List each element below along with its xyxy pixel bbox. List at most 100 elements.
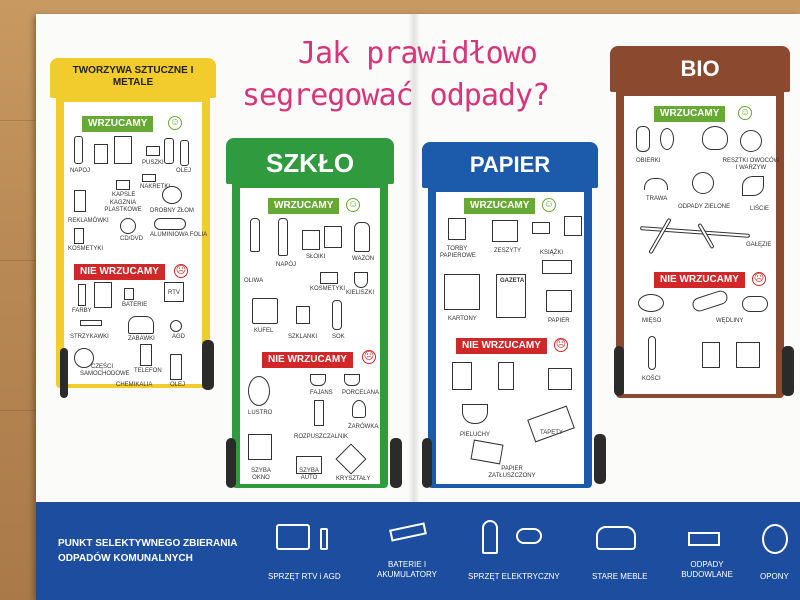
brochure-title-line-2: segregować odpady? — [242, 78, 550, 113]
plastic-no-item: ZABAWKI — [128, 336, 155, 342]
bio-item: ODPADY ZIELONE — [678, 204, 731, 210]
plastic-item: DROBNY ZŁOM — [150, 208, 194, 214]
bin-paper-label: PAPIER — [469, 152, 551, 177]
paper-no-item: TAPETY — [540, 430, 563, 436]
paper-no-tag: NIE WRZUCAMY — [456, 338, 547, 354]
glass-item: OLIWA — [244, 278, 264, 284]
bricks-icon — [688, 532, 720, 546]
sad-face-icon: ☹ — [174, 264, 188, 278]
smile-icon: ☺ — [738, 106, 752, 120]
smile-icon: ☺ — [346, 198, 360, 212]
glass-no-item: SZYBA AUTO — [299, 468, 319, 481]
bin-bio: BIO WRZUCAMY ☺ OBIERKI RESZTKI OWOCÓW I … — [610, 46, 800, 408]
glass-no-item: KRYSZTAŁY — [336, 476, 371, 482]
lamp-icon — [482, 520, 498, 554]
bio-no-tag: NIE WRZUCAMY — [654, 272, 745, 288]
paper-item: ZESZYTY — [494, 248, 522, 254]
glass-item: KUFEL — [254, 328, 274, 334]
glass-yes-tag: WRZUCAMY — [268, 198, 340, 214]
glass-item: KOSMETYKI — [310, 286, 346, 292]
glass-no-tag: NIE WRZUCAMY — [262, 352, 353, 368]
glass-no-item: FAJANS — [310, 390, 333, 396]
bin-bio-label: BIO — [680, 56, 720, 81]
sofa-icon — [596, 526, 636, 550]
bio-no-item: MIĘSO — [642, 318, 662, 324]
plastic-no-item: RTV — [168, 290, 180, 296]
paper-item: PAPIER — [548, 318, 570, 324]
plastic-item: KAGZNIA PLASTKOWE — [104, 200, 142, 213]
paper-item: KSIĄŻKI — [540, 250, 564, 256]
footer-title: PUNKT SELEKTYWNEGO ZBIERANIA ODPADÓW KOM… — [58, 538, 238, 564]
glass-no-item: ROZPUSZCZALNIK — [294, 434, 349, 440]
glass-item: NAPÓJ — [276, 262, 297, 268]
plastic-item: KOSMETYKI — [68, 246, 104, 252]
glass-item: SOK — [332, 334, 345, 340]
page-fold — [408, 14, 420, 600]
plastic-no-tag: NIE WRZUCAMY — [74, 264, 165, 280]
plastic-item: KAPSLE — [112, 192, 136, 198]
plastic-no-item: OLEJ — [170, 382, 186, 388]
glass-no-item: SZYBA OKNO — [251, 468, 271, 481]
footer-item-batteries: BATERIE I AKUMULATORY — [376, 560, 437, 579]
smile-icon: ☺ — [168, 116, 182, 130]
glass-no-item: PORCELANA — [342, 390, 380, 396]
plastic-no-item: TELEFON — [134, 368, 162, 374]
bio-no-item: KOŚCI — [642, 376, 661, 382]
bio-no-item: WĘDLINY — [716, 318, 744, 324]
plastic-item: ALUMINIOWA FOLIA — [150, 232, 208, 238]
brochure-title-line-1: Jak prawidłowo — [298, 36, 538, 71]
glass-item: SŁOIKI — [306, 254, 326, 260]
battery-icon — [389, 522, 427, 542]
tire-icon — [762, 524, 788, 554]
plastic-item: NAPOJ — [70, 168, 91, 174]
plastic-item: OLEJ — [176, 168, 192, 174]
paper-item: KARTONY — [448, 316, 477, 322]
smile-icon: ☺ — [542, 198, 556, 212]
glass-item: KIELISZKI — [346, 290, 375, 296]
plastic-yes-tag: WRZUCAMY — [82, 116, 154, 132]
paper-yes-tag: WRZUCAMY — [464, 198, 536, 214]
glass-item: WAZON — [352, 256, 375, 262]
footer-item-electrical: SPRZĘT ELEKTRYCZNY — [468, 572, 560, 581]
footer-item-rtv-agd: SPRZĘT RTV i AGD — [268, 572, 341, 581]
bin-plastic-label: TWORZYWA SZTUCZNE I METALE — [72, 65, 194, 88]
plastic-no-item: CHEMIKALIA — [116, 382, 153, 388]
bin-glass: SZKŁO WRZUCAMY ☺ OLIWA NAPÓJ SŁOIKI WAZO… — [220, 138, 402, 504]
glass-item: SZKLANKI — [288, 334, 318, 340]
plastic-item: NAKRETKI — [140, 184, 171, 190]
plastic-item: CD/DVD — [120, 236, 144, 242]
brochure: Jak prawidłowo segregować odpady? TWORZY… — [36, 14, 800, 600]
plastic-no-item: STRZYKAWKI — [70, 334, 109, 340]
plastic-no-item: BATERIE — [122, 302, 148, 308]
plug-icon — [320, 528, 328, 550]
tv-icon — [276, 524, 310, 550]
bio-item: LIŚCIE — [750, 206, 770, 212]
footer-item-furniture: STARE MEBLE — [592, 572, 648, 581]
bio-yes-tag: WRZUCAMY — [654, 106, 726, 122]
hairdryer-icon — [516, 528, 542, 544]
bio-item: GAŁĘZIE — [746, 242, 772, 248]
bin-plastic-metal: TWORZYWA SZTUCZNE I METALE WRZUCAMY ☺ NA… — [50, 58, 226, 398]
plastic-no-item: AGD — [172, 334, 186, 340]
paper-no-item: PAPIER ZATŁUSZCZONY — [488, 466, 536, 479]
paper-no-item: PIELUCHY — [460, 432, 491, 438]
bio-item: TRAWA — [646, 196, 668, 202]
plastic-no-item: CZĘŚCI SAMOCHODOWE — [80, 364, 130, 377]
bin-paper: PAPIER WRZUCAMY ☺ TORBY PAPIEROWE ZESZYT… — [418, 142, 606, 504]
plastic-item: REKLAMÓWKI — [68, 218, 109, 224]
bio-item: RESZTKI OWOCÓW I WARZYW — [722, 158, 780, 171]
footer-item-tires: OPONY — [760, 572, 789, 581]
footer-pszok: PUNKT SELEKTYWNEGO ZBIERANIA ODPADÓW KOM… — [36, 502, 800, 600]
sad-face-icon: ☹ — [362, 350, 376, 364]
footer-item-construction: ODPADY BUDOWLANE — [681, 560, 733, 579]
plastic-no-item: FARBY — [72, 308, 92, 314]
paper-item: GAZETA — [500, 278, 525, 284]
paper-item: TORBY PAPIEROWE — [440, 246, 476, 259]
glass-no-item: ŻARÓWKA — [348, 424, 379, 430]
bin-glass-label: SZKŁO — [265, 148, 355, 178]
plastic-item: PUSZKI — [142, 160, 164, 166]
glass-no-item: LUSTRO — [248, 410, 273, 416]
bio-item: OBIERKI — [636, 158, 661, 164]
sad-face-icon: ☹ — [752, 272, 766, 286]
sad-face-icon: ☹ — [554, 338, 568, 352]
